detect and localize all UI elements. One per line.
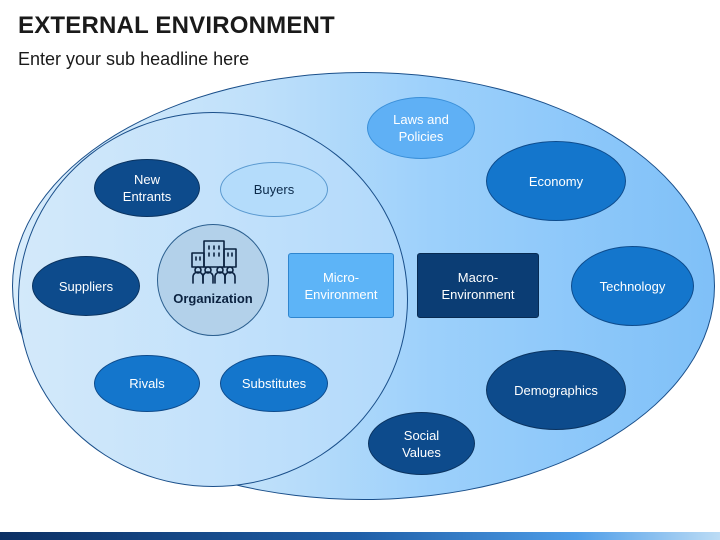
- rivals-node: Rivals: [94, 355, 200, 412]
- building-people-icon: [190, 239, 238, 290]
- suppliers-node: Suppliers: [32, 256, 140, 316]
- micro-environment-label: Micro- Environment: [288, 253, 394, 318]
- buyers-node: Buyers: [220, 162, 328, 217]
- substitutes-node: Substitutes: [220, 355, 328, 412]
- page-title: EXTERNAL ENVIRONMENT: [18, 12, 335, 39]
- technology-node: Technology: [571, 246, 694, 326]
- new-entrants-node: New Entrants: [94, 159, 200, 217]
- footer-bar: [0, 532, 720, 540]
- laws-policies-node: Laws and Policies: [367, 97, 475, 159]
- economy-node: Economy: [486, 141, 626, 221]
- organization-label: Organization: [173, 291, 253, 306]
- organization-node: Organization: [157, 224, 269, 336]
- demographics-node: Demographics: [486, 350, 626, 430]
- macro-environment-label: Macro- Environment: [417, 253, 539, 318]
- social-values-node: Social Values: [368, 412, 475, 475]
- page-subtitle: Enter your sub headline here: [18, 49, 250, 69]
